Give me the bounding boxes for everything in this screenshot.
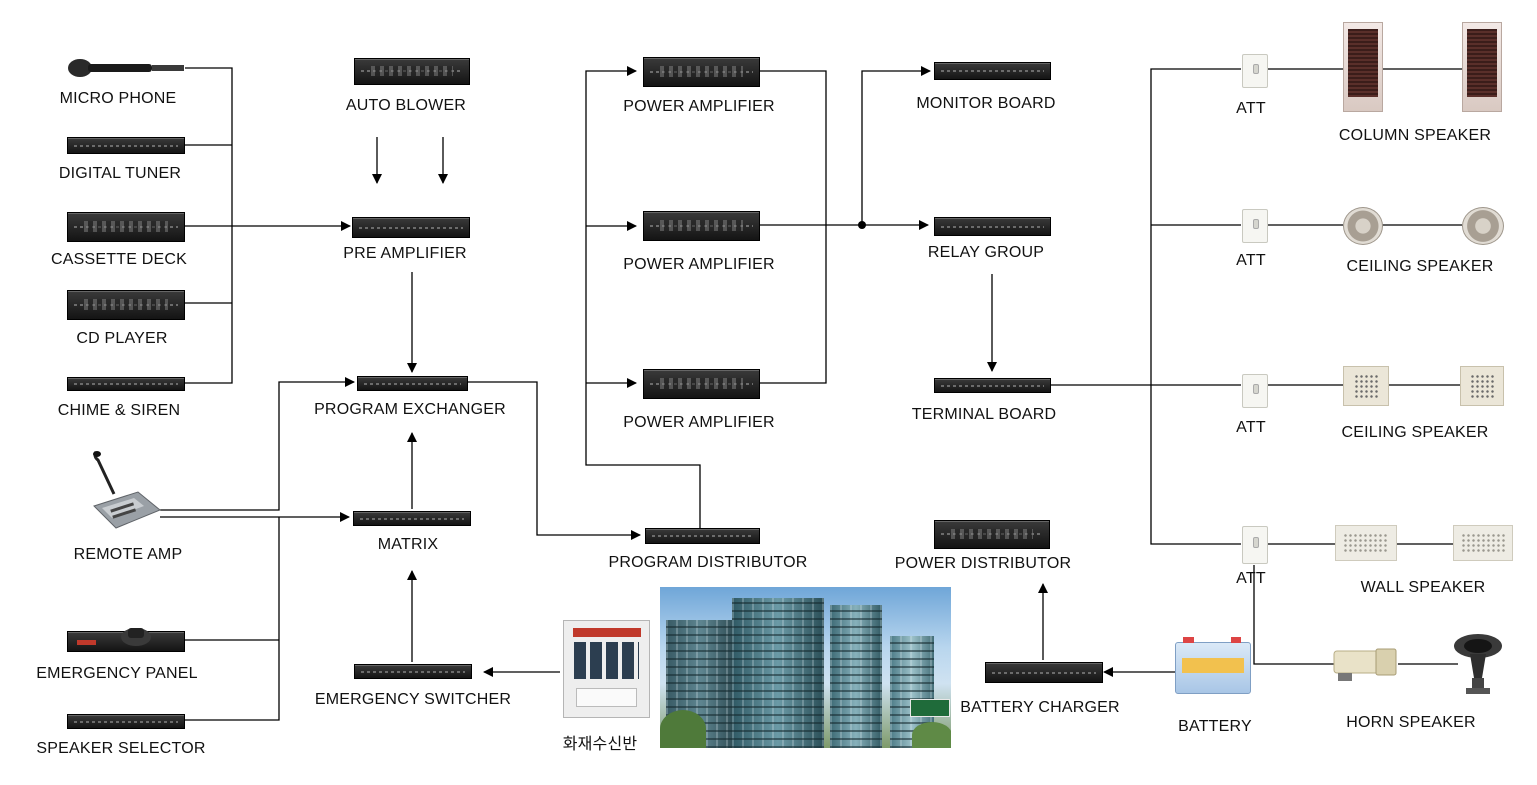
speaker-selector-unit	[67, 714, 185, 729]
matrix-unit	[353, 511, 471, 526]
column-speaker-icon-2	[1462, 22, 1502, 112]
att-label-1: ATT	[1236, 100, 1266, 117]
program-distributor-label: PROGRAM DISTRIBUTOR	[608, 554, 808, 571]
ceiling-speaker-label-1: CEILING SPEAKER	[1346, 258, 1494, 275]
ceiling-speaker-round-icon-1	[1343, 207, 1383, 245]
wire-emergency-bus	[183, 517, 280, 721]
chime-siren-label: CHIME & SIREN	[57, 402, 181, 419]
tree	[912, 722, 951, 748]
power-amplifier-unit-2	[643, 211, 760, 241]
wall-speaker-icon-2	[1453, 525, 1513, 561]
auto-blower-unit	[354, 58, 470, 85]
relay-group-label: RELAY GROUP	[927, 244, 1045, 261]
wire-att4-horn	[1253, 565, 1335, 665]
cassette-deck-unit	[67, 212, 185, 242]
power-amplifier-label-1: POWER AMPLIFIER	[623, 98, 775, 115]
matrix-label: MATRIX	[377, 536, 439, 553]
wire-exchanger-distributor	[466, 381, 641, 540]
building-tower-right	[830, 605, 882, 748]
pre-amplifier-unit	[352, 217, 470, 238]
digital-tuner-label: DIGITAL TUNER	[58, 165, 182, 182]
program-exchanger-label: PROGRAM EXCHANGER	[314, 401, 506, 418]
remote-amp-console-icon	[93, 450, 161, 529]
battery-charger-label: BATTERY CHARGER	[960, 699, 1120, 716]
cd-player-label: CD PLAYER	[76, 330, 168, 347]
battery-charger-unit	[985, 662, 1103, 683]
auto-blower-label: AUTO BLOWER	[345, 97, 467, 114]
fire-receiver-panel-icon	[563, 620, 650, 718]
building-photo	[660, 587, 951, 748]
speaker-selector-label: SPEAKER SELECTOR	[36, 740, 206, 757]
battery-label: BATTERY	[1178, 718, 1252, 735]
wall-speaker-label: WALL SPEAKER	[1360, 579, 1486, 596]
road-sign	[910, 699, 950, 717]
cassette-deck-label: CASSETTE DECK	[51, 251, 187, 268]
pre-amplifier-label: PRE AMPLIFIER	[343, 245, 467, 262]
program-exchanger-unit	[357, 376, 468, 391]
column-speaker-label: COLUMN SPEAKER	[1338, 127, 1492, 144]
horn-speaker-label: HORN SPEAKER	[1346, 714, 1476, 731]
ceiling-speaker-round-icon-2	[1462, 207, 1504, 245]
monitor-board-unit	[934, 62, 1051, 80]
fire-panel-header	[572, 627, 641, 638]
power-amplifier-unit-3	[643, 369, 760, 399]
power-amplifier-label-3: POWER AMPLIFIER	[623, 414, 775, 431]
att-icon-2	[1242, 209, 1268, 243]
emergency-switcher-label: EMERGENCY SWITCHER	[314, 691, 512, 708]
att-label-2: ATT	[1236, 252, 1266, 269]
att-icon-1	[1242, 54, 1268, 88]
ceiling-speaker-square-icon-2	[1460, 366, 1504, 406]
att-icon-3	[1242, 374, 1268, 408]
ceiling-speaker-square-icon-1	[1343, 366, 1389, 406]
att-label-4: ATT	[1236, 570, 1266, 587]
horn-speaker-icon-2	[1454, 634, 1502, 694]
terminal-board-unit	[934, 378, 1051, 393]
emergency-panel-label: EMERGENCY PANEL	[36, 665, 198, 682]
cd-player-unit	[67, 290, 185, 320]
wire-speaker-bus	[1150, 68, 1241, 545]
battery-label-band	[1181, 658, 1245, 673]
fire-panel-buttons	[574, 642, 639, 679]
emergency-switcher-unit	[354, 664, 472, 679]
column-speaker-icon-1	[1343, 22, 1383, 112]
building-tower-center	[732, 598, 824, 748]
relay-group-unit	[934, 217, 1051, 236]
battery-icon	[1175, 637, 1251, 694]
program-distributor-unit	[645, 528, 760, 544]
chime-siren-unit	[67, 377, 185, 391]
att-icon-4	[1242, 526, 1268, 564]
terminal-board-label: TERMINAL BOARD	[911, 406, 1057, 423]
power-distributor-label: POWER DISTRIBUTOR	[894, 555, 1072, 572]
wire-monitor-branch	[861, 66, 931, 225]
att-label-3: ATT	[1236, 419, 1266, 436]
wire-amp1-out	[758, 70, 827, 384]
digital-tuner-unit	[67, 137, 185, 154]
microphone-icon	[68, 59, 184, 77]
wire-remote-exchanger	[160, 377, 355, 511]
horn-speaker-icon-1	[1333, 648, 1397, 681]
fire-receiver-label: 화재수신반	[562, 736, 638, 753]
remote-amp-label: REMOTE AMP	[73, 546, 183, 563]
wire-distributor-amps	[585, 66, 701, 528]
fire-panel-label-plate	[575, 688, 638, 708]
wall-speaker-icon-1	[1335, 525, 1397, 561]
power-amplifier-label-2: POWER AMPLIFIER	[623, 256, 775, 273]
tree	[660, 710, 706, 748]
monitor-board-label: MONITOR BOARD	[916, 95, 1056, 112]
power-amplifier-unit-1	[643, 57, 760, 87]
emergency-mic-icon	[121, 628, 151, 646]
ceiling-speaker-label-2: CEILING SPEAKER	[1341, 424, 1489, 441]
power-distributor-unit	[934, 520, 1050, 549]
micro-phone-label: MICRO PHONE	[59, 90, 177, 107]
wire-junction-dot	[858, 221, 866, 229]
